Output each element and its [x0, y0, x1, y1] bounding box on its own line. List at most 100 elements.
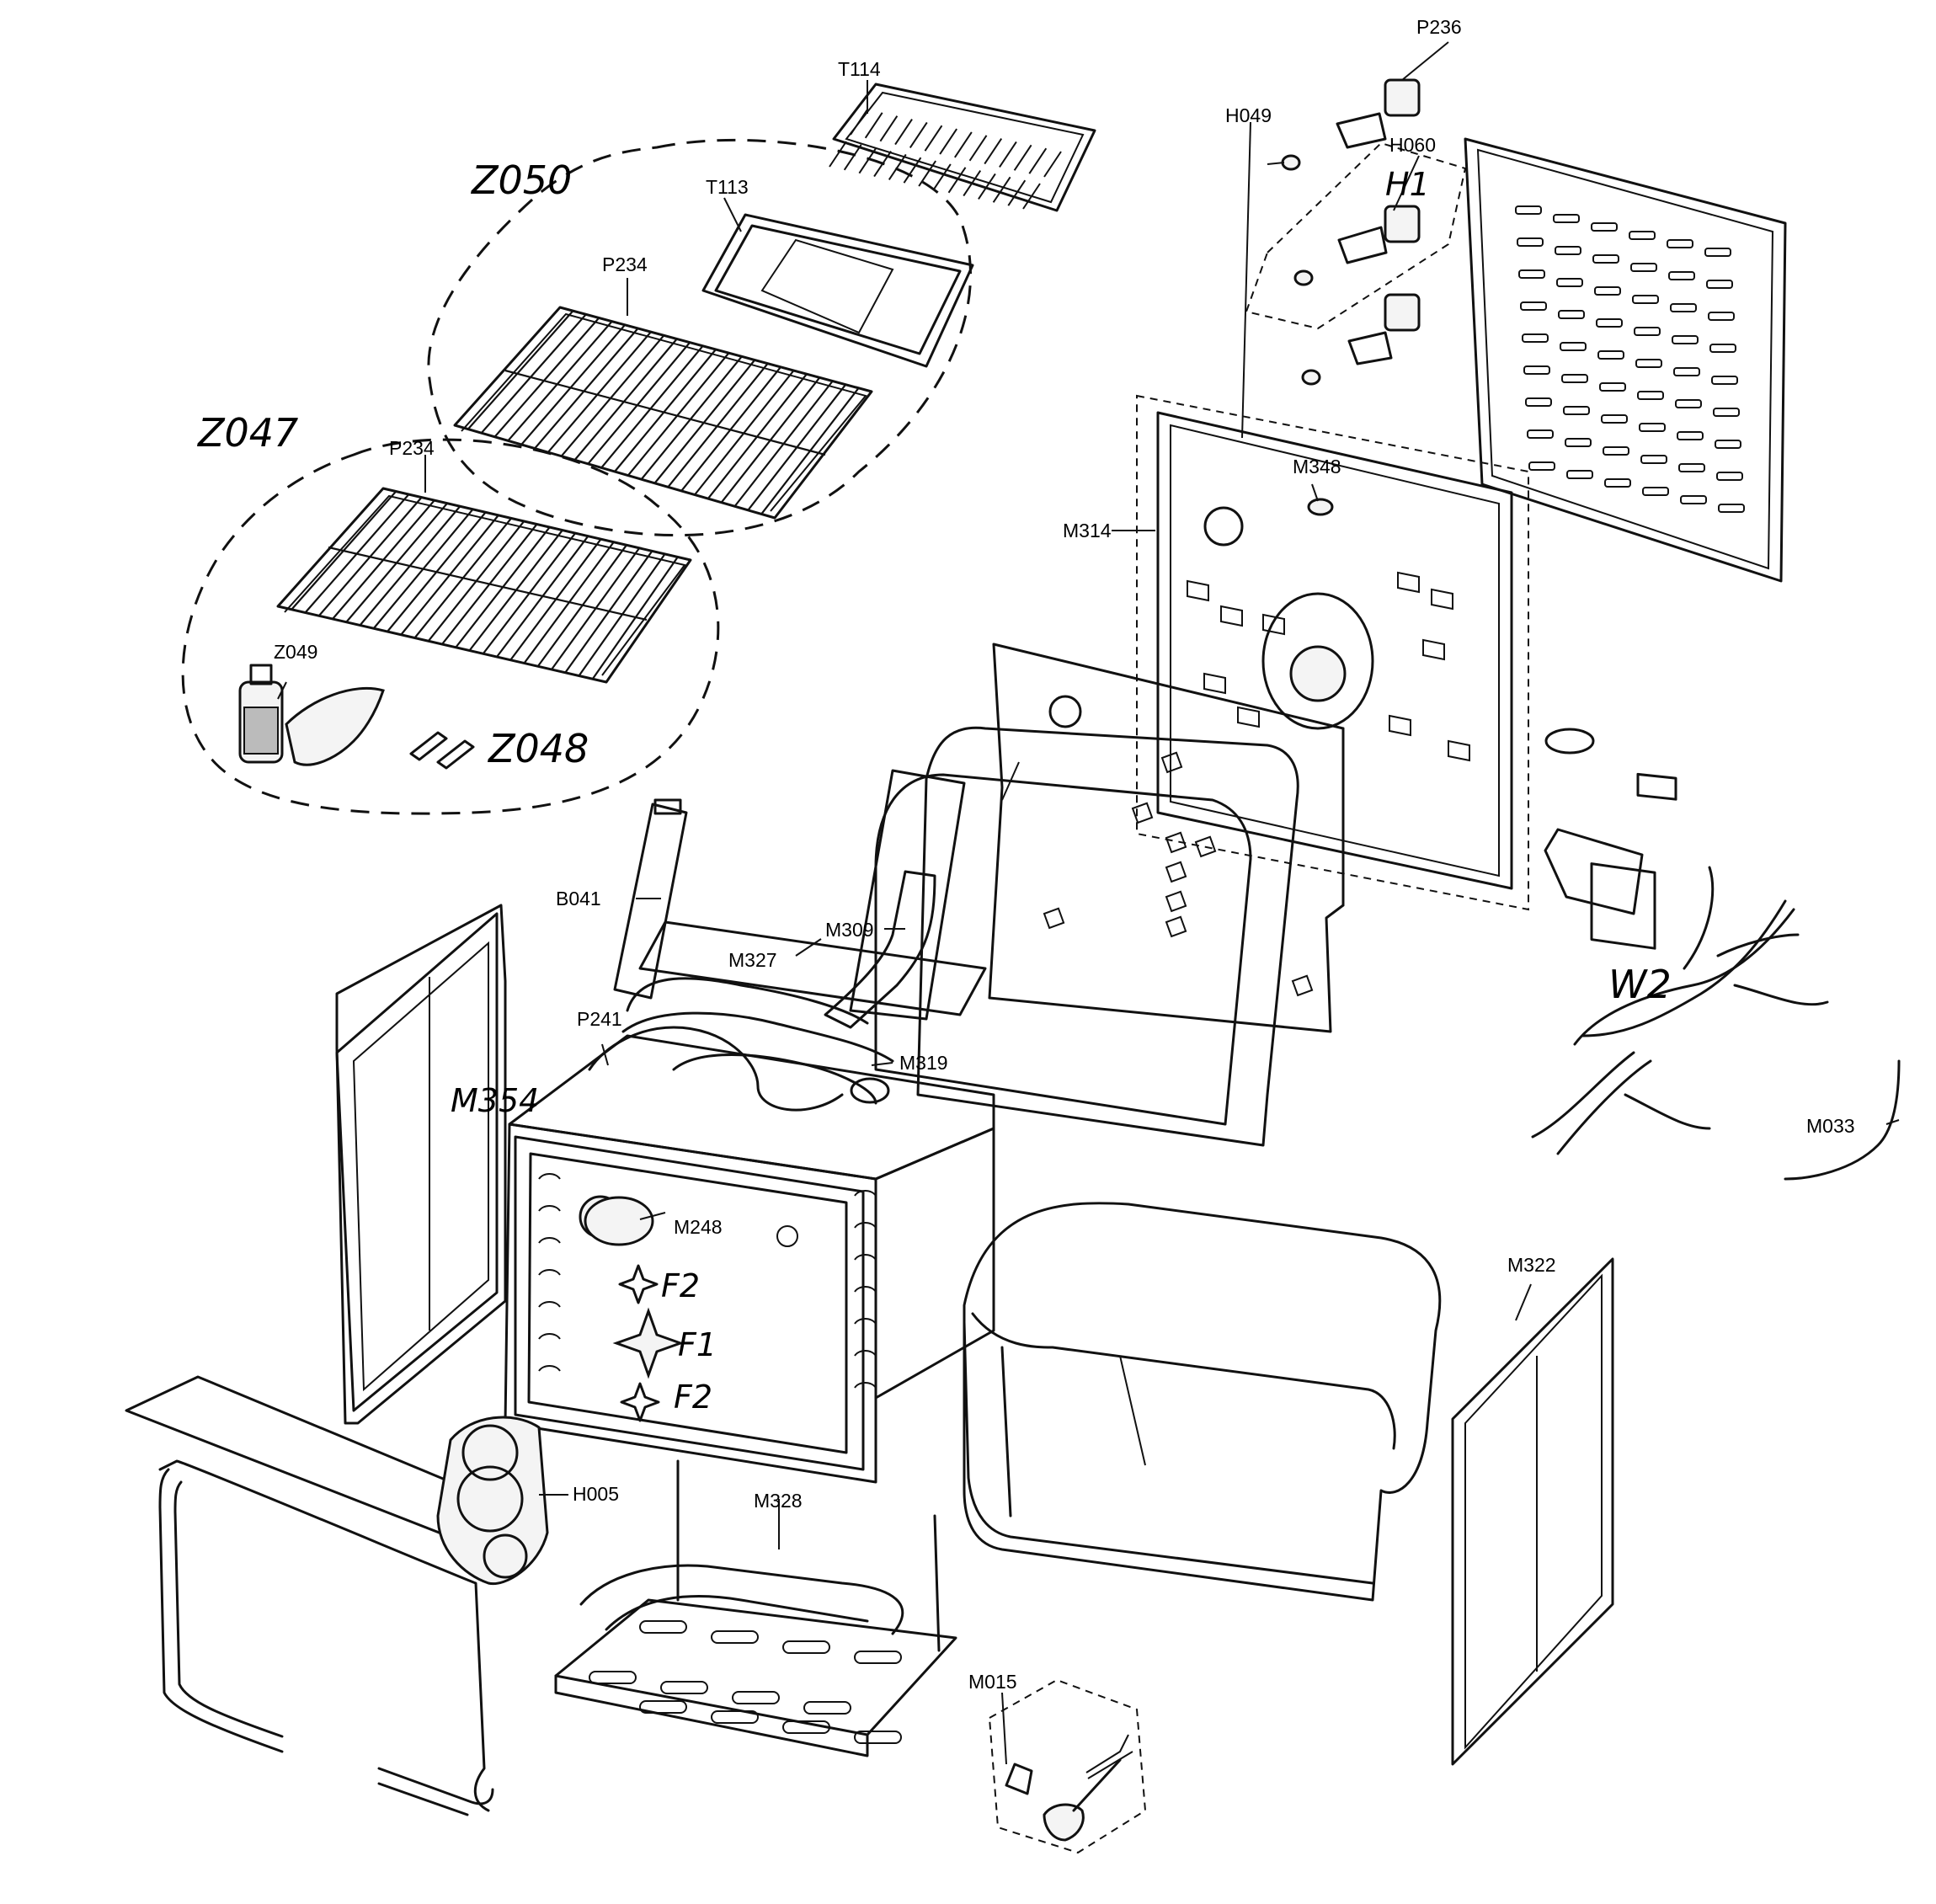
rack-bar: [291, 490, 397, 611]
vent-slot: [1704, 248, 1731, 257]
grid-slot: [888, 153, 907, 180]
grid-slot: [999, 141, 1017, 168]
label-m015: M015: [968, 1671, 1017, 1693]
vent-slot: [1525, 397, 1552, 407]
rack-runner: [854, 1286, 877, 1293]
broil-element-p241: [588, 1011, 894, 1112]
plate-slot: [589, 1671, 637, 1684]
leader-lines: [277, 41, 1900, 1765]
convection-fan-f2-bottom: [620, 1382, 660, 1422]
vent-slot: [1635, 359, 1662, 368]
grid-slot: [947, 167, 967, 194]
terminal-block: [1544, 828, 1644, 915]
rack-bar: [480, 313, 587, 434]
rack-runner: [854, 1190, 877, 1197]
vent-slot: [1565, 438, 1592, 447]
vent-slot: [1670, 303, 1697, 312]
rack-runner: [538, 1237, 561, 1244]
rack-guides-z048: [409, 731, 475, 770]
frame-bracket: [1203, 672, 1226, 695]
label-p241: P241: [577, 1008, 622, 1030]
rack-bar: [573, 338, 678, 461]
rack-bar: [482, 532, 576, 654]
rack-bar: [547, 331, 652, 453]
frame-bracket: [1431, 588, 1453, 611]
broiler-grid-t114: [829, 83, 1096, 212]
vent-slot: [1527, 429, 1554, 439]
grid-slot: [963, 170, 982, 197]
label-m248: M248: [674, 1216, 723, 1238]
hand-f2-bottom: F2: [674, 1379, 712, 1416]
grid-slot: [933, 163, 952, 190]
vent-slot: [1639, 423, 1666, 432]
hand-z050: Z050: [470, 157, 572, 203]
vent-slot: [1518, 269, 1545, 279]
bottom-plate: [554, 1598, 957, 1757]
vent-slot: [1520, 301, 1547, 311]
vent-slot: [1558, 310, 1585, 319]
frame-bracket: [1262, 613, 1285, 636]
hand-f2-top: F2: [661, 1267, 700, 1304]
vent-slot: [1677, 431, 1704, 440]
fan-cover-h005: [436, 1416, 549, 1586]
rack-runner: [854, 1350, 877, 1357]
grid-slot: [843, 144, 862, 171]
rack-bar: [345, 502, 448, 623]
rack-bar: [455, 526, 551, 648]
vent-slot: [1561, 374, 1588, 383]
label-b041: B041: [556, 888, 601, 909]
grid-slot: [954, 131, 973, 158]
label-z049: Z049: [274, 641, 317, 663]
grid-slot: [864, 112, 883, 139]
broiler-pan-t113: [701, 213, 974, 368]
rack-bar: [317, 496, 423, 616]
plate-slot: [854, 1651, 902, 1664]
vent-slot: [1555, 246, 1581, 255]
rack-bar: [560, 334, 665, 457]
rack-bar: [441, 523, 538, 645]
vent-slot: [1591, 222, 1618, 232]
rack-runner: [538, 1205, 561, 1212]
grid-slot: [1007, 179, 1027, 206]
grid-slot: [873, 150, 892, 178]
rack-bar: [507, 320, 613, 442]
rack-bar: [468, 529, 563, 652]
vent-slot: [1675, 399, 1702, 408]
convection-fan-f2-top: [618, 1264, 659, 1304]
label-h049: H049: [1225, 104, 1272, 126]
bracket-b041: [613, 798, 688, 1000]
rack-bar: [653, 359, 756, 484]
grid-slot: [918, 160, 936, 187]
plate-slot: [639, 1700, 687, 1714]
rack-bar: [534, 328, 639, 450]
grid-slot: [909, 121, 928, 148]
vent-slot: [1601, 414, 1628, 424]
label-m319: M319: [899, 1052, 948, 1074]
vent-slot: [1640, 455, 1667, 464]
vent-slot: [1566, 470, 1593, 479]
relay-bracket: [1544, 728, 1595, 755]
frame-bracket: [1237, 706, 1260, 728]
vent-slot: [1597, 350, 1624, 360]
grid-slot: [850, 109, 868, 136]
rack-bar: [578, 553, 666, 677]
vent-slot: [1680, 495, 1707, 504]
vent-slot: [1716, 472, 1743, 481]
vent-slot: [1632, 295, 1659, 304]
hand-h1: H1: [1385, 166, 1430, 203]
plate-slot: [732, 1691, 780, 1704]
label-h005: H005: [573, 1483, 619, 1505]
vent-slot: [1522, 333, 1549, 343]
left-side-panel: [335, 904, 507, 1425]
power-cord-m033: [1784, 1059, 1901, 1181]
rack-bar: [496, 536, 589, 658]
vent-slot: [1599, 382, 1626, 392]
oven-rack-p234-lower: [276, 487, 692, 684]
rack-bar: [600, 345, 704, 469]
vent-slot: [1667, 239, 1693, 248]
plate-slot: [782, 1640, 830, 1654]
vent-slot: [1528, 461, 1555, 471]
rack-bar: [359, 505, 461, 627]
vent-slot: [1642, 487, 1669, 496]
